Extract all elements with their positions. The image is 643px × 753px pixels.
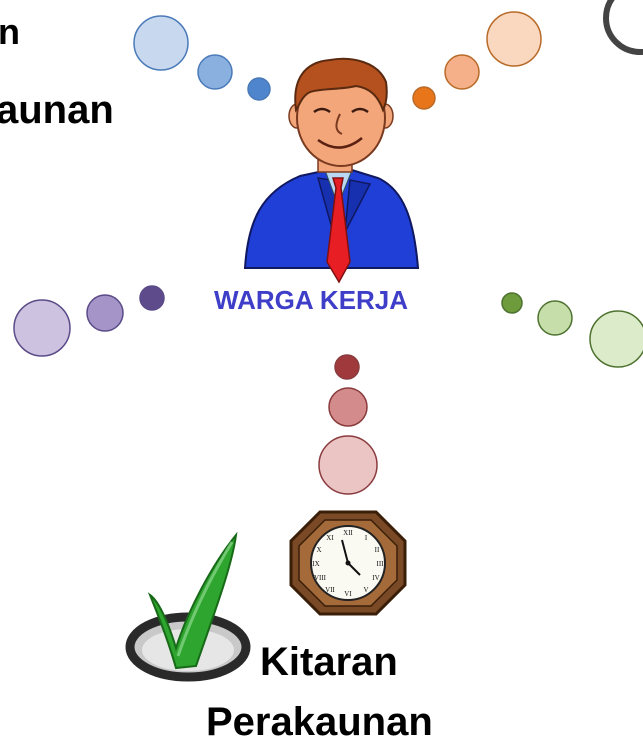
svg-text:III: III [377, 560, 385, 568]
top-right-partial-ring [603, 0, 643, 55]
branch-bottom [318, 354, 378, 495]
businessman-icon [243, 57, 420, 284]
bubble-right-1 [501, 292, 523, 314]
bubble-top-left-3 [247, 77, 271, 101]
svg-text:IV: IV [372, 574, 379, 582]
branch-left [13, 285, 165, 357]
bubble-top-left-1 [133, 15, 189, 71]
bubble-bottom-1 [334, 354, 360, 380]
svg-text:II: II [375, 546, 380, 554]
bottom-label-line1: Kitaran [260, 640, 398, 684]
bubble-left-2 [86, 294, 124, 332]
bubble-top-right-3 [486, 11, 542, 67]
clock-icon: XII I II III IV V VI VII VIII IX X XI [289, 510, 407, 616]
bubble-bottom-2 [328, 387, 368, 427]
svg-text:X: X [316, 546, 321, 554]
top-label-partial: aunan [0, 88, 114, 132]
svg-text:XI: XI [326, 534, 334, 542]
bubble-left-1 [13, 299, 71, 357]
svg-text:VII: VII [325, 586, 335, 594]
bubble-right-2 [537, 300, 573, 336]
branch-right [501, 292, 643, 368]
branch-top-left [133, 15, 271, 101]
svg-text:IX: IX [312, 560, 319, 568]
bubble-right-3 [589, 310, 643, 368]
bottom-label-line2: Perakaunan [206, 700, 433, 744]
bubble-left-3 [139, 285, 165, 311]
svg-text:XII: XII [343, 529, 353, 537]
bubble-top-right-1 [412, 86, 436, 110]
check-mark-icon [125, 531, 251, 682]
svg-text:VI: VI [344, 590, 352, 598]
bubble-bottom-3 [318, 435, 378, 495]
center-label: WARGA KERJA [214, 285, 409, 315]
svg-text:VIII: VIII [314, 574, 327, 582]
bubble-top-right-2 [444, 54, 480, 90]
top-label-fragment: n [0, 11, 20, 52]
svg-text:I: I [365, 534, 368, 542]
svg-text:V: V [363, 586, 368, 594]
bubble-top-left-2 [197, 54, 233, 90]
branch-top-right [412, 11, 542, 110]
